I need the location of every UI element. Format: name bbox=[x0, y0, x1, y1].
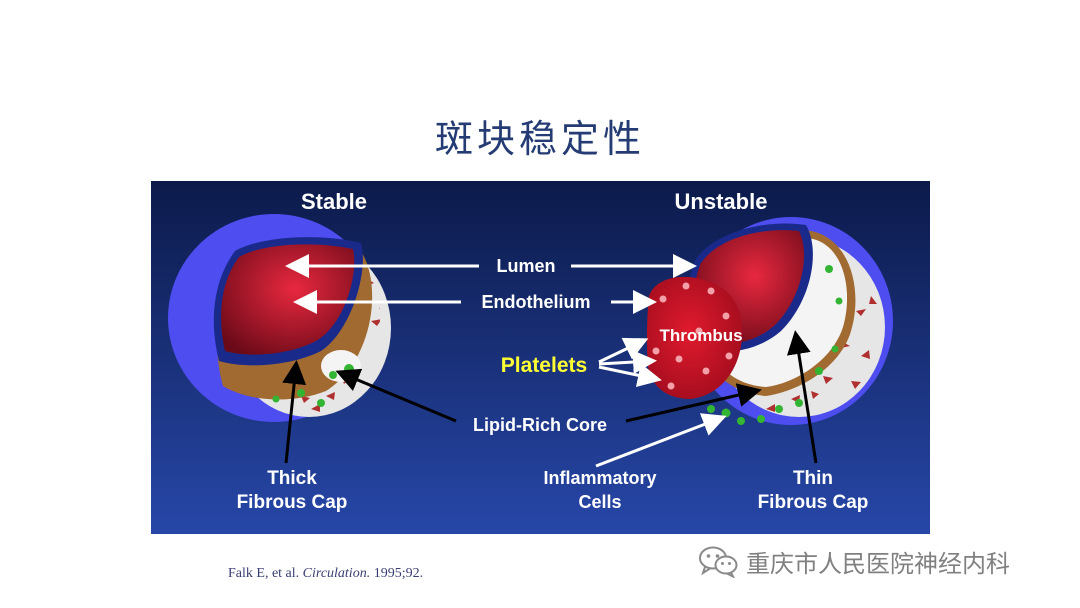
arrow-thin-fibrous-cap bbox=[786, 330, 818, 464]
citation: Falk E, et al. Circulation. 1995;92. bbox=[228, 566, 423, 582]
citation-year-volume: 1995;92. bbox=[373, 566, 424, 581]
platelet bbox=[722, 312, 730, 320]
stable-inflammatory-cell bbox=[329, 371, 337, 379]
unstable-inflammatory-cell bbox=[825, 265, 833, 273]
label-thick-1: Thick bbox=[267, 468, 317, 489]
platelet bbox=[667, 382, 675, 390]
stable-inflammatory-cell bbox=[272, 395, 280, 403]
platelet bbox=[652, 347, 660, 355]
wechat-icon bbox=[699, 546, 738, 578]
label-inflammatory-1: Inflammatory bbox=[543, 468, 656, 488]
platelet bbox=[659, 295, 667, 303]
thrombus-platelets bbox=[652, 282, 733, 390]
stable-heading: Stable bbox=[301, 189, 367, 214]
citation-journal: Circulation. bbox=[302, 566, 371, 581]
label-thin-2: Fibrous Cap bbox=[758, 492, 869, 513]
stable-vessel bbox=[168, 214, 391, 422]
label-inflammatory-2: Cells bbox=[578, 492, 621, 512]
platelet bbox=[675, 355, 683, 363]
arrow-thick-fibrous-cap bbox=[282, 360, 307, 464]
arrow-lipid-core-stable bbox=[335, 368, 457, 423]
stable-inflammatory-cell bbox=[317, 399, 325, 407]
unstable-inflammatory-cell bbox=[795, 399, 803, 407]
unstable-inflammatory-cell bbox=[721, 408, 731, 418]
unstable-inflammatory-cells bbox=[707, 265, 843, 425]
label-endothelium: Endothelium bbox=[482, 292, 591, 312]
watermark-text: 重庆市人民医院神经内科 bbox=[746, 549, 1010, 578]
citation-authors: Falk E, et al. bbox=[228, 566, 300, 581]
unstable-heading: Unstable bbox=[675, 189, 768, 214]
unstable-inflammatory-cell bbox=[815, 367, 823, 375]
slide-title: 斑块稳定性 bbox=[434, 117, 645, 161]
arrow-platelets-2 bbox=[598, 350, 657, 375]
label-thick-2: Fibrous Cap bbox=[237, 492, 348, 513]
unstable-inflammatory-cell bbox=[775, 405, 783, 413]
arrow-lipid-core-unstable bbox=[625, 383, 762, 423]
platelet bbox=[707, 287, 715, 295]
label-lumen: Lumen bbox=[496, 256, 555, 276]
stable-inflammatory-cell bbox=[297, 389, 305, 397]
platelet bbox=[702, 367, 710, 375]
unstable-inflammatory-cell bbox=[835, 297, 843, 305]
arrow-platelets-3 bbox=[598, 363, 662, 388]
stable-lumen bbox=[221, 244, 355, 355]
pointer-arrows bbox=[282, 254, 818, 468]
unstable-vessel bbox=[646, 217, 893, 425]
unstable-inflammatory-cell bbox=[831, 345, 839, 353]
watermark: 重庆市人民医院神经内科 bbox=[698, 541, 1010, 581]
label-thin-1: Thin bbox=[793, 468, 833, 489]
plaque-stability-figure: Stable Unstable Lumen Endothelium Thromb… bbox=[151, 181, 930, 534]
unstable-inflammatory-cell bbox=[757, 415, 765, 423]
platelet bbox=[682, 282, 690, 290]
unstable-inflammatory-cell bbox=[707, 405, 715, 413]
platelet bbox=[695, 327, 703, 335]
label-thrombus: Thrombus bbox=[659, 326, 742, 345]
label-lipid-rich-core: Lipid-Rich Core bbox=[473, 415, 607, 435]
label-platelets: Platelets bbox=[501, 354, 587, 377]
arrow-platelets-1 bbox=[598, 337, 649, 364]
platelet bbox=[725, 352, 733, 360]
stable-inflammatory-cell bbox=[344, 364, 354, 374]
unstable-thrombus bbox=[646, 276, 743, 399]
arrow-inflammatory-cells bbox=[595, 413, 727, 468]
unstable-inflammatory-cell bbox=[737, 417, 745, 425]
